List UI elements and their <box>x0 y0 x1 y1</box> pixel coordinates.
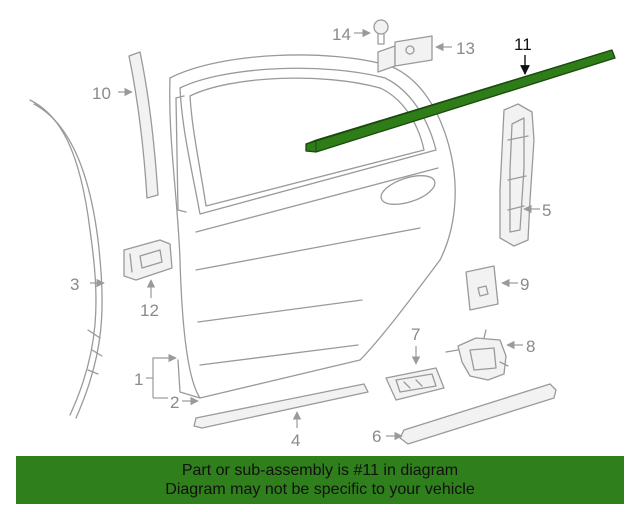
part-14-clip <box>373 19 389 45</box>
part-7-handle <box>385 367 445 401</box>
leader-lines <box>90 28 540 441</box>
door-shell <box>169 54 456 399</box>
part-8-lock-actuator <box>445 329 509 381</box>
banner-line-disclaimer: Diagram may not be specific to your vehi… <box>165 481 475 498</box>
part-9-bracket <box>465 265 499 311</box>
callout-6: 6 <box>372 427 381 446</box>
callout-11: 11 <box>514 35 532 54</box>
callout-14: 14 <box>332 25 351 44</box>
callout-7: 7 <box>411 325 420 344</box>
part-5-latch-trim <box>499 103 535 247</box>
callout-9: 9 <box>520 275 529 294</box>
part-4-lower-molding <box>193 383 369 429</box>
part-3-weatherstrip <box>29 99 103 419</box>
callout-labels: 1 2 3 4 5 6 7 8 9 10 11 12 13 14 <box>70 25 551 450</box>
callout-13: 13 <box>456 39 475 58</box>
part-13-bracket <box>377 35 433 73</box>
part-info-banner: Part or sub-assembly is #11 in diagram D… <box>16 456 624 504</box>
part-11-belt-molding <box>305 49 616 153</box>
callout-1: 1 <box>134 370 143 389</box>
callout-4: 4 <box>291 431 300 450</box>
callout-5: 5 <box>542 201 551 220</box>
callout-10: 10 <box>92 84 111 103</box>
banner-line-part-number: Part or sub-assembly is #11 in diagram <box>181 462 459 479</box>
callout-2: 2 <box>170 393 179 412</box>
callout-8: 8 <box>526 337 535 356</box>
part-12-handle-bracket <box>123 239 173 281</box>
exploded-parts-diagram: 1 2 3 4 5 6 7 8 9 10 11 12 13 14 <box>29 19 616 450</box>
part-10-pillar-trim <box>128 51 159 199</box>
callout-3: 3 <box>70 275 79 294</box>
callout-12: 12 <box>140 301 159 320</box>
